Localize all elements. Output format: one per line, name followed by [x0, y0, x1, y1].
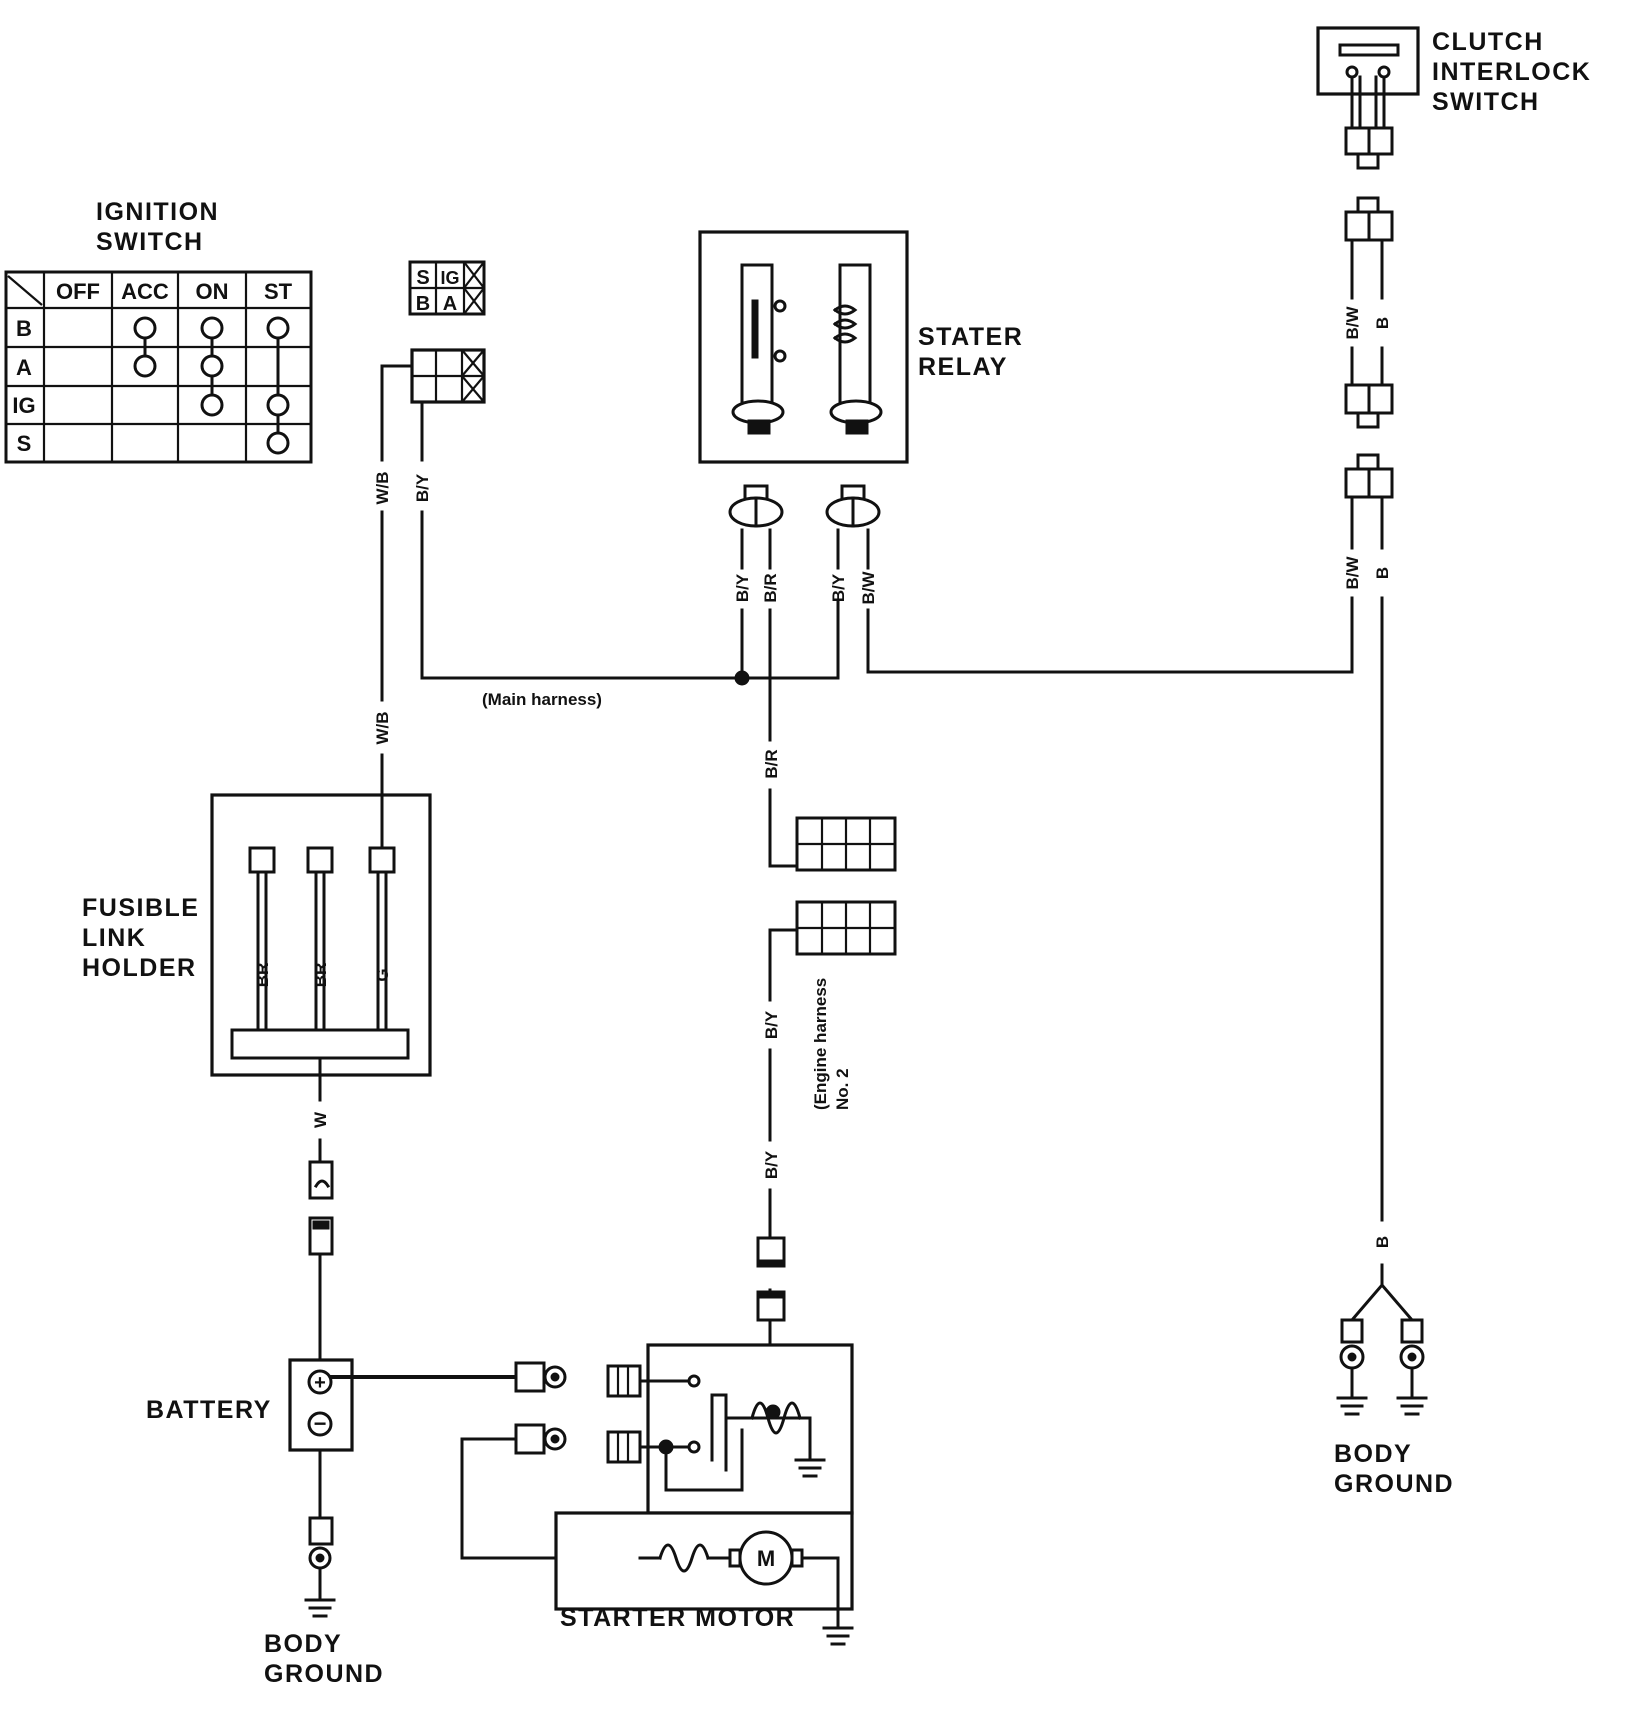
body-ground-left-line2: GROUND — [264, 1660, 384, 1688]
wire-label-fl-g: G — [373, 968, 392, 981]
main-harness-junction — [734, 670, 750, 686]
wire-label-clutch-bw-upper: B/W — [1343, 306, 1362, 340]
row-header-b: B — [16, 316, 32, 341]
wire-label-ign-wb-upper: W/B — [373, 471, 392, 504]
engine-harness-connector-lower — [795, 900, 897, 956]
ignition-switch-title-line1: IGNITION — [96, 198, 219, 226]
ignition-harness-connector — [410, 348, 486, 404]
clutch-connector-mid-male — [1344, 453, 1394, 532]
engine-harness-label-line2: No. 2 — [833, 1068, 852, 1110]
wire-label-relay-by-1: B/Y — [733, 573, 752, 602]
col-header-on: ON — [196, 279, 229, 304]
wire-label-clutch-bw-lower: B/W — [1343, 556, 1362, 590]
body-ground-right-line1: BODY — [1334, 1440, 1412, 1468]
body-ground-left-line1: BODY — [264, 1630, 342, 1658]
battery-plus-terminal: + — [314, 1372, 326, 1394]
legend-s: S — [416, 267, 429, 289]
wire-label-relay-br: B/R — [761, 573, 780, 602]
wire-label-ign-wb-lower: W/B — [373, 711, 392, 744]
wire-label-fl-br-1: BR — [253, 963, 272, 988]
wire-label-eng-by-upper: B/Y — [762, 1010, 781, 1039]
stater-relay-title-line1: STATER — [918, 323, 1023, 351]
wire-label-eng-by-lower: B/Y — [762, 1150, 781, 1179]
wire-label-clutch-b-upper: B — [1373, 317, 1392, 329]
ignition-switch: IGNITION SWITCH OFF ACC ON ST B A IG S — [4, 198, 313, 464]
wire-label-ign-by: B/Y — [413, 473, 432, 502]
row-header-s: S — [17, 431, 32, 456]
battery-minus-terminal: − — [314, 1411, 327, 1436]
engine-harness-label-line1: (Engine harness — [811, 978, 830, 1110]
clutch-switch-title-line1: CLUTCH — [1432, 28, 1544, 56]
wire-label-clutch-b-lower: B — [1373, 567, 1392, 579]
wire-label-fl-br-2: BR — [311, 963, 330, 988]
relay-connector-left — [728, 484, 784, 528]
stater-relay-title-line2: RELAY — [918, 353, 1008, 381]
row-header-ig: IG — [12, 393, 35, 418]
clutch-switch-title-line3: SWITCH — [1432, 88, 1540, 116]
legend-b: B — [416, 293, 430, 315]
clutch-interlock-switch: CLUTCH INTERLOCK SWITCH — [1316, 26, 1591, 532]
ignition-switch-table: OFF ACC ON ST B A IG S — [4, 270, 313, 464]
legend-a: A — [443, 293, 457, 315]
fusible-link-title-line1: FUSIBLE — [82, 894, 199, 922]
col-header-off: OFF — [56, 279, 100, 304]
fusible-link-holder: FUSIBLE LINK HOLDER — [82, 793, 432, 1102]
fusible-link-title-line2: LINK — [82, 924, 146, 952]
fusible-link-title-line3: HOLDER — [82, 954, 197, 982]
body-ground-right: BODY GROUND — [1334, 1282, 1454, 1498]
starter-motor-title: STARTER MOTOR — [560, 1604, 795, 1632]
body-ground-left: BODY GROUND — [264, 1516, 384, 1688]
wire-label-relay-by-2: B/Y — [829, 573, 848, 602]
legend-ig: IG — [440, 268, 459, 288]
stater-relay: STATER RELAY — [698, 230, 1023, 528]
col-header-st: ST — [264, 279, 293, 304]
motor-armature-symbol: M — [757, 1546, 775, 1571]
body-ground-right-line2: GROUND — [1334, 1470, 1454, 1498]
relay-connector-right — [825, 484, 881, 528]
ignition-switch-title-line2: SWITCH — [96, 228, 204, 256]
engine-harness-connector-upper — [795, 816, 897, 872]
main-harness-label: (Main harness) — [482, 690, 602, 709]
wire-label-fl-w: W — [311, 1111, 330, 1128]
clutch-connector-top-female — [1344, 126, 1394, 170]
col-header-acc: ACC — [121, 279, 169, 304]
wiring — [380, 238, 1384, 1422]
battery-feed-wire — [308, 1138, 334, 1392]
starter-motor: M STARTER MOTOR — [460, 1343, 854, 1646]
row-header-a: A — [16, 355, 32, 380]
clutch-connector-top-male — [1344, 196, 1394, 242]
wire-label-ground-b: B — [1373, 1236, 1392, 1248]
starter-s-terminal-connector — [756, 1236, 786, 1322]
connector-legend: S IG B A — [408, 260, 486, 316]
clutch-connector-mid-female — [1344, 383, 1394, 429]
wire-label-relay-bw: B/W — [859, 571, 878, 605]
wire-labels: W/B B/Y W/B B/Y B/R B/Y B/W B/R B/Y B/Y … — [253, 306, 1392, 1249]
clutch-switch-title-line2: INTERLOCK — [1432, 58, 1591, 86]
battery: + − BATTERY — [146, 1358, 518, 1520]
battery-title: BATTERY — [146, 1396, 272, 1424]
wire-label-br-down: B/R — [762, 749, 781, 778]
